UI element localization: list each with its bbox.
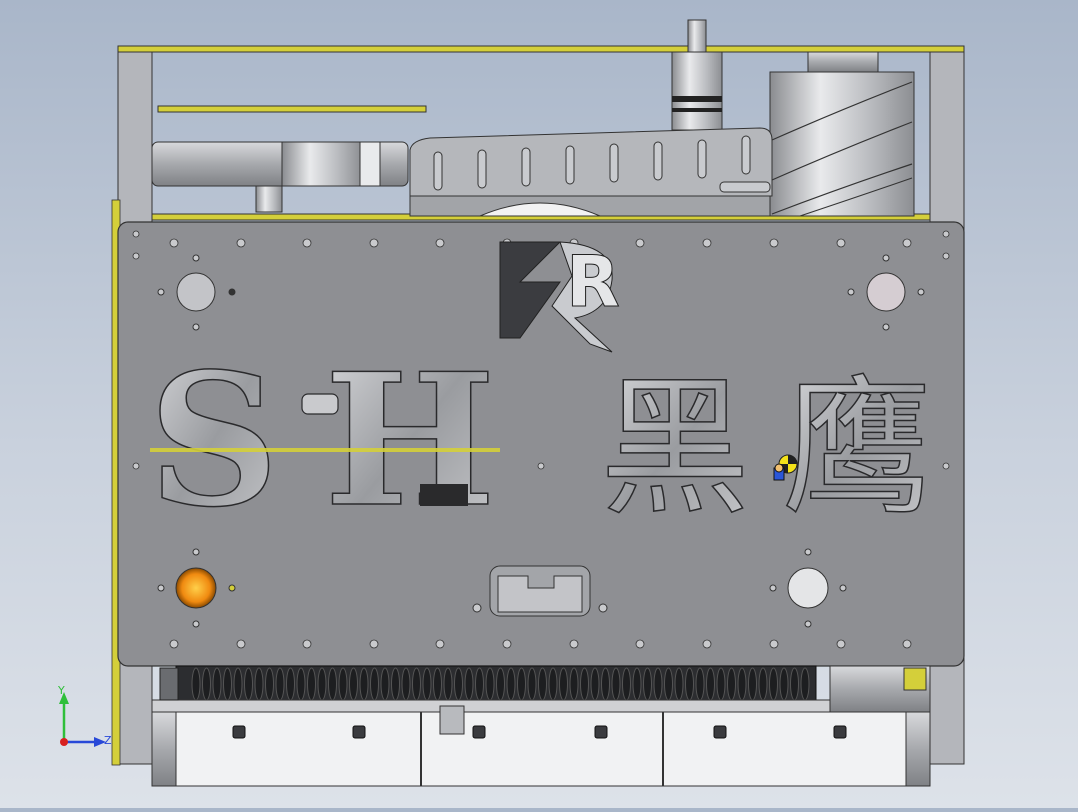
- chain-link: [307, 667, 316, 701]
- letter-dot: [301, 393, 339, 415]
- center-slot: [472, 565, 608, 617]
- chain-link: [622, 667, 631, 701]
- chain-link: [349, 667, 358, 701]
- chinese-char-ying: 鹰: [782, 362, 932, 536]
- chain-link: [202, 667, 211, 701]
- chain-link: [254, 667, 264, 701]
- triad-z-label: Z: [104, 734, 112, 747]
- chain-link: [391, 667, 400, 701]
- chain-link: [590, 667, 600, 701]
- chain-link: [517, 667, 526, 701]
- chain-link: [422, 667, 432, 701]
- chinese-char-hei: 黑: [600, 362, 750, 536]
- chain-link: [223, 667, 232, 701]
- chain-link: [737, 667, 747, 701]
- chain-link: [695, 667, 705, 701]
- chain-link: [265, 667, 274, 701]
- chain-link: [538, 667, 547, 701]
- chain-link: [380, 667, 390, 701]
- chain-link: [286, 667, 295, 701]
- chain-link: [244, 667, 253, 701]
- chain-link: [464, 667, 474, 701]
- chain-link: [727, 667, 736, 701]
- chain-link: [559, 667, 568, 701]
- chain-conveyor[interactable]: [151, 665, 931, 787]
- chain-link: [506, 667, 516, 701]
- chain-link: [443, 667, 453, 701]
- letter-s: S: [148, 333, 279, 547]
- belt-arm[interactable]: [151, 105, 427, 213]
- chain-link: [685, 667, 694, 701]
- mounting-holes-bottom: [132, 462, 950, 649]
- chain-link: [317, 667, 327, 701]
- chain-link: [611, 667, 621, 701]
- chain-link: [569, 667, 579, 701]
- coordinate-triad-icon: Y Z: [48, 684, 118, 752]
- chain-link: [527, 667, 537, 701]
- chain-link: [296, 667, 306, 701]
- logo-letter: R: [566, 241, 620, 323]
- chain-link: [790, 667, 799, 701]
- chain-link: [779, 667, 789, 701]
- chain-link: [328, 667, 337, 701]
- chain-link: [769, 667, 778, 701]
- chain-link: [485, 667, 495, 701]
- chain-link: [548, 667, 558, 701]
- chain-link: [632, 667, 642, 701]
- chain-link: [674, 667, 684, 701]
- chain-link: [643, 667, 652, 701]
- helical-drum[interactable]: [769, 51, 915, 217]
- chain-link: [454, 667, 463, 701]
- chain-link: [275, 667, 285, 701]
- brand-chinese: 黑 鹰: [599, 361, 933, 537]
- chain-link: [664, 667, 673, 701]
- chain-link: [401, 667, 411, 701]
- triad-y-label: Y: [58, 684, 65, 697]
- chain-link: [359, 667, 369, 701]
- chain-link: [496, 667, 505, 701]
- chain-link: [191, 667, 201, 701]
- chain-link: [212, 667, 222, 701]
- chain-link: [758, 667, 768, 701]
- chain-link: [475, 667, 484, 701]
- corner-bores: [157, 254, 925, 628]
- chain-link: [580, 667, 589, 701]
- chain-link: [716, 667, 726, 701]
- chain-link: [370, 667, 379, 701]
- brand-logo: R: [499, 241, 620, 353]
- chain-link: [233, 667, 243, 701]
- chain-link: [433, 667, 442, 701]
- slotted-bracket[interactable]: [409, 127, 773, 217]
- chain-link: [653, 667, 663, 701]
- chain-link: [338, 667, 348, 701]
- chain-link: [800, 667, 810, 701]
- chain-link: [706, 667, 715, 701]
- chain-link: [601, 667, 610, 701]
- chain-link: [412, 667, 421, 701]
- center-of-mass-icon[interactable]: [773, 454, 798, 481]
- chain-link: [748, 667, 757, 701]
- letter-h: H: [324, 333, 496, 547]
- top-shaft[interactable]: [671, 19, 723, 131]
- plate-letters: S H: [147, 332, 500, 548]
